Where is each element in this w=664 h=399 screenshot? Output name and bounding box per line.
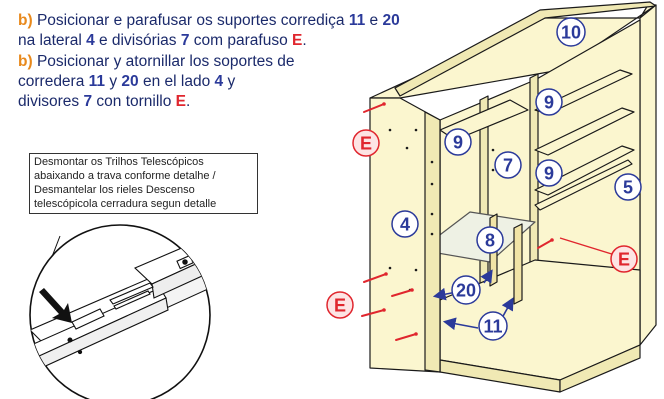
screw-icon (395, 333, 417, 341)
part-ref-11: 11 (88, 73, 106, 90)
badge-e-right: E (610, 245, 638, 273)
badge-8: 8 (476, 226, 504, 254)
instruction-pt-line1: b) Posicionar e parafusar os suportes co… (18, 12, 400, 29)
press-arrow-icon (39, 288, 72, 323)
part-label: 9 (544, 164, 554, 184)
part-ref-7: 7 (180, 32, 190, 49)
part-label: 4 (400, 215, 410, 235)
badge-9-top: 9 (535, 88, 563, 116)
part-label: 8 (485, 231, 495, 251)
detail-note-box: Desmontar os Trilhos Telescópicos abaixa… (29, 153, 258, 214)
arrow-20-to-support (480, 269, 493, 284)
part-ref-4: 4 (214, 73, 224, 90)
badge-5: 5 (614, 173, 642, 201)
part-label: 9 (453, 133, 463, 153)
screw-icon (361, 309, 385, 317)
note-line: telescópicola cerradura segun detalle (34, 198, 217, 210)
arrow-11-to-support (501, 297, 514, 319)
step-label: b) (18, 53, 33, 70)
screw-ref-e: E (292, 32, 303, 49)
badge-11: 11 (478, 311, 508, 341)
arrow-e-right (559, 237, 616, 256)
part-label: 7 (503, 156, 513, 176)
arrow-11-to-panel (442, 317, 479, 331)
part-label: 5 (623, 178, 633, 198)
instruction-es-line2: corredera 11 y 20 en el lado 4 y (18, 73, 236, 90)
part-label: 10 (561, 23, 581, 43)
badge-20: 20 (451, 275, 481, 305)
badge-9-mid: 9 (535, 159, 563, 187)
screw-ref-e: E (175, 93, 187, 110)
badge-e-top: E (352, 129, 380, 157)
screw-icon (391, 289, 413, 297)
part-label: 11 (483, 317, 502, 337)
rail-detail-circle (29, 224, 211, 399)
screw-label: E (360, 134, 372, 154)
screw-label: E (618, 250, 630, 270)
screw-icon (363, 103, 385, 113)
screw-icon (537, 239, 553, 249)
part-ref-20: 20 (382, 12, 400, 29)
part-ref-4: 4 (86, 32, 95, 49)
screw-icon (363, 273, 387, 283)
screws-group (361, 103, 553, 341)
part-ref-7: 7 (83, 93, 93, 110)
part-label: 9 (544, 93, 554, 113)
note-line: Desmantelar los rieles Descenso (34, 184, 195, 196)
note-line: Desmontar os Trilhos Telescópicos (34, 156, 204, 168)
badge-7: 7 (494, 151, 522, 179)
badge-10: 10 (556, 17, 586, 47)
instruction-es-line3: divisores 7 con tornillo E. (18, 93, 191, 110)
screw-label: E (334, 296, 346, 316)
step-label: b) (18, 12, 33, 29)
badge-e-bottom: E (326, 291, 354, 319)
badge-4: 4 (391, 210, 419, 238)
part-ref-11: 11 (348, 12, 366, 29)
badge-9-left: 9 (444, 128, 472, 156)
part-label: 20 (456, 281, 476, 301)
instruction-pt-line2: na lateral 4 e divisórias 7 com parafuso… (18, 32, 307, 49)
part-ref-20: 20 (121, 73, 139, 90)
note-line: abaixando a trava conforme detalhe / (34, 170, 216, 182)
instruction-es-line1: b) Posicionar y atornillar los soportes … (18, 53, 295, 70)
wardrobe-drawing (369, 1, 657, 393)
